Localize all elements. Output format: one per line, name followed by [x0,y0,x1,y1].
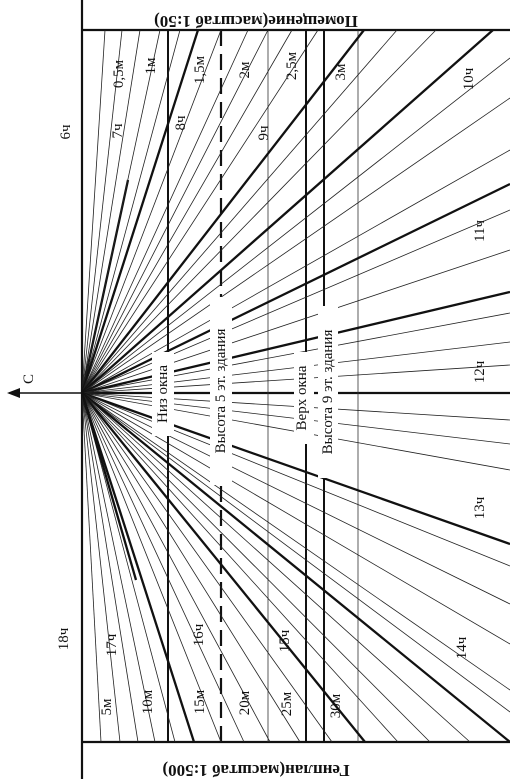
site-scale-5m: 5м [99,698,115,716]
room-scale-1m: 1м [143,57,159,75]
ray-line-47 [81,392,176,743]
hour-label-18: 18ч [56,627,72,650]
ray-line-37 [81,392,471,743]
north-arrow-icon [7,388,20,398]
ray-line-44 [81,392,245,743]
site-scale-25m: 25м [279,691,295,716]
ray-line-41 [81,392,333,743]
hour-label-15: 15ч [277,629,293,652]
ray-line-2 [81,29,123,394]
site-scale-30m: 30м [328,693,344,718]
ray-line-45 [81,392,222,743]
building-5-label: Высота 5 эт. здания [213,329,229,454]
site-scale-15m: 15м [192,689,208,714]
window-bottom-label: Низ окна [155,365,171,423]
site-scale-title: Генплан(масштаб 1:500) [162,761,349,779]
ray-line-46 [80,392,196,743]
ray-line-17 [81,57,510,394]
room-scale-2m: 2м [237,61,253,79]
room-scale-0-5m: 0,5м [111,59,127,88]
hour-label-11: 11ч [472,220,488,242]
ray-line-6 [81,29,181,394]
building-9-label: Высота 9 эт. здания [320,330,336,455]
ray-line-51 [81,392,102,743]
hour-label-10: 10ч [461,67,477,90]
window-top-label: Верх окна [294,365,310,430]
hour-label-8: 8ч [173,115,189,131]
ray-line-36 [81,392,510,743]
ray-line-49 [81,392,139,743]
ray-line-13 [81,29,365,394]
ray-line-4 [81,29,141,394]
ray-line-14 [81,29,398,394]
ray-line-11 [81,29,293,394]
ray-line-16 [81,29,494,394]
hour-label-14: 14ч [454,636,470,659]
hour-label-7: 7ч [110,123,126,139]
hour-label-17: 17ч [104,633,120,656]
hour-label-13: 13ч [472,496,488,519]
hour-rays [80,29,510,743]
north-label: С [21,374,37,384]
site-scale-20m: 20м [237,690,253,715]
ray-line-10 [81,29,269,394]
ray-line-34 [81,392,510,691]
ray-line-40 [81,392,366,743]
ray-line-39 [81,392,399,743]
ray-line-9 [81,29,249,394]
ray-line-12 [81,29,319,394]
hour-label-16: 16ч [191,623,207,646]
ray-line-43 [81,392,271,743]
room-scale-2-5m: 2,5м [284,51,300,80]
ray-line-42 [81,392,301,743]
room-scale-title: Помещение(масштаб 1:50) [154,12,358,31]
ray-line-35 [81,392,510,713]
room-scale-3m: 3м [333,63,349,81]
ray-line-52 [80,392,138,581]
ray-line-38 [81,392,431,743]
hour-label-9: 9ч [256,125,272,141]
hour-label-12: 12ч [472,360,488,383]
ray-line-7 [80,29,200,394]
ray-line-15 [81,29,437,394]
ray-line-5 [81,29,161,394]
ray-line-8 [81,29,222,394]
site-scale-10m: 10м [140,689,156,714]
ray-line-18 [81,97,510,394]
ray-line-50 [81,392,121,743]
ray-line-48 [81,392,156,743]
room-scale-1-5m: 1,5м [192,55,208,84]
ray-line-1 [81,29,106,394]
hour-label-6: 6ч [58,124,74,140]
